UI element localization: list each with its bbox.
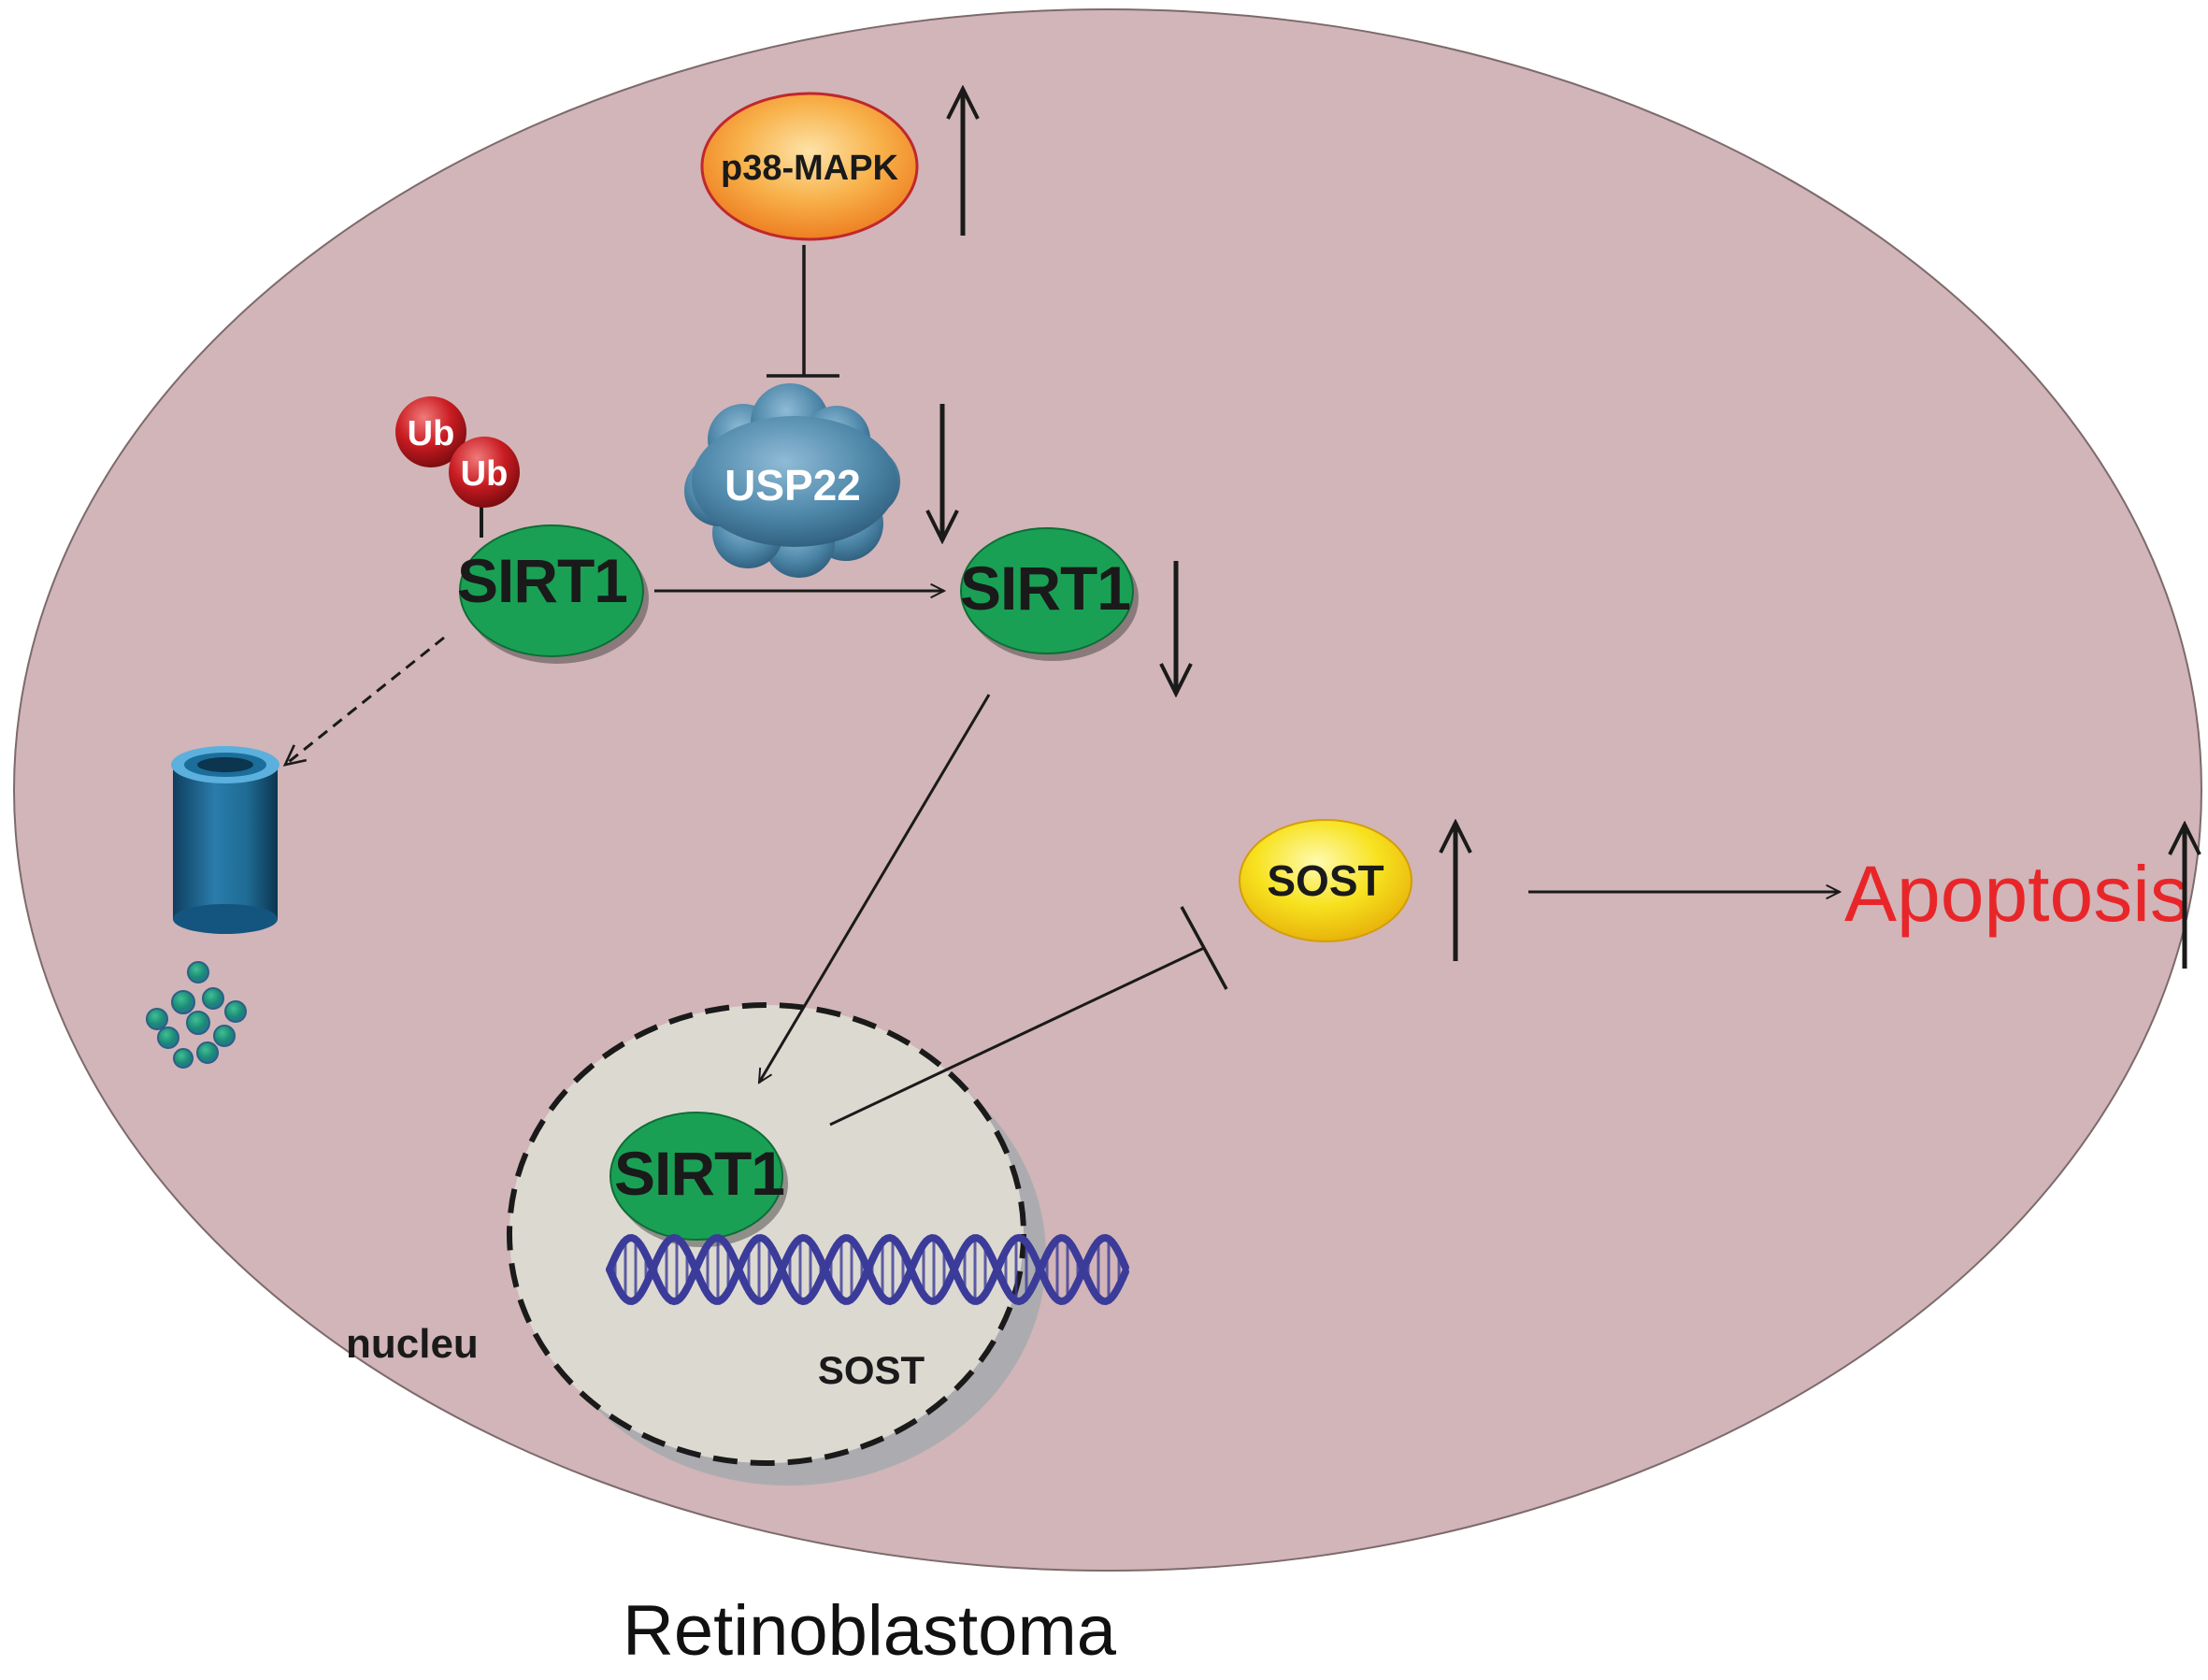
- sost-protein-label: SOST: [1267, 856, 1384, 905]
- sost-protein-node: SOST: [1239, 819, 1412, 942]
- sirt1-nuclear: SIRT1: [609, 1112, 788, 1247]
- sirt1-inhibits-sost: [829, 906, 1228, 1127]
- sirt1-stabilized: SIRT1: [960, 527, 1139, 661]
- p38-inhibits-usp22: [767, 245, 839, 378]
- ubiquitinated-sirt1: Ub Ub SIRT1: [395, 396, 649, 664]
- nucleus-label: nucleu: [346, 1321, 479, 1367]
- usp22-cloud-icon: USP22: [684, 383, 900, 578]
- apoptosis-label: Apoptosis: [1844, 850, 2189, 938]
- p38-mapk-label: p38-MAPK: [721, 149, 899, 188]
- nuclear-translocation-arrow: [757, 694, 991, 1083]
- ubiquitin-2-icon: [449, 437, 520, 508]
- sirt1-nuclear-label: SIRT1: [614, 1139, 784, 1208]
- dna-helix-icon: [606, 1233, 1129, 1306]
- degradation-arrow: [285, 636, 445, 765]
- sirt1-stabilized-label: SIRT1: [960, 553, 1130, 623]
- cell-membrane: [13, 8, 2202, 1572]
- ubiquitin-2-label: Ub: [461, 454, 509, 494]
- proteasome-cylinder-icon: [171, 746, 280, 934]
- ubiquitin-1-icon: [395, 396, 466, 467]
- sost-gene-label: SOST: [818, 1348, 925, 1392]
- usp22-label: USP22: [724, 461, 861, 510]
- sirt1-cytoplasm-label: SIRT1: [457, 546, 627, 615]
- cell-type-title: Retinoblastoma: [623, 1591, 1117, 1671]
- p38-mapk-node: p38-MAPK: [700, 92, 919, 241]
- dna-strand-2: [606, 1233, 1129, 1306]
- peptide-fragments-icon: [146, 961, 247, 1069]
- ubiquitin-1-label: Ub: [408, 414, 455, 453]
